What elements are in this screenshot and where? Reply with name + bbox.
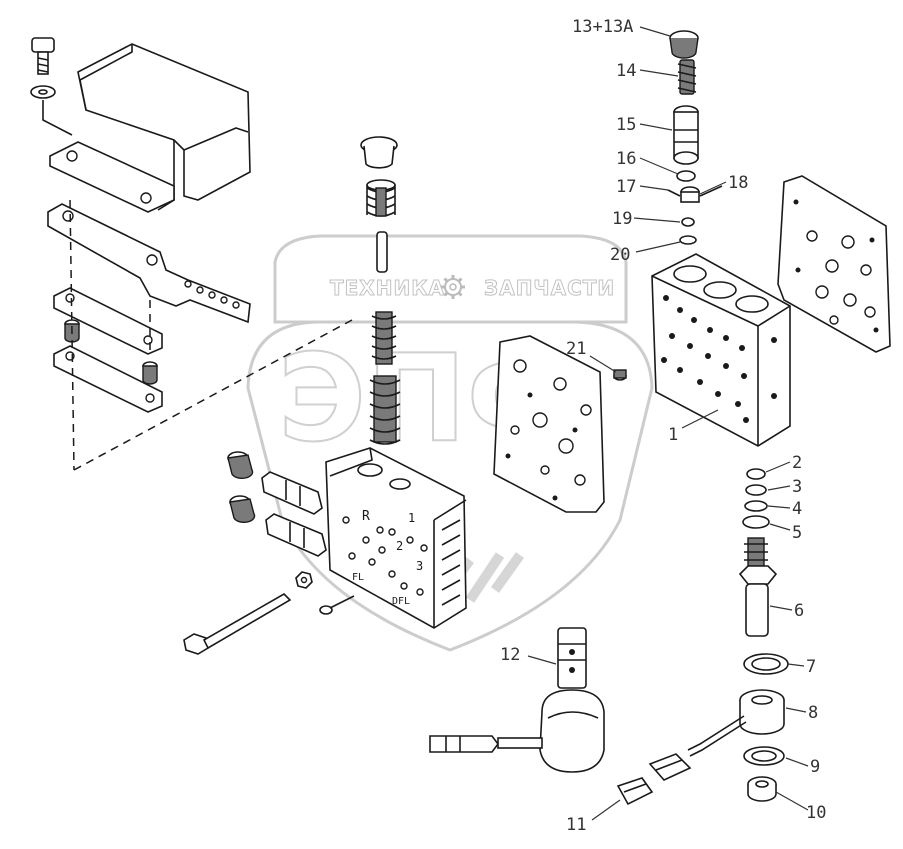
- label-10: 10: [806, 803, 826, 823]
- label-18: 18: [728, 173, 748, 193]
- part-6-cartridge: [738, 537, 778, 637]
- shield-watermark: [246, 320, 654, 652]
- label-7: 7: [806, 657, 816, 677]
- watermark-brand-left: ТЕХНИКА: [330, 276, 445, 300]
- protective-cover: [49, 43, 251, 213]
- label-2: 2: [792, 453, 802, 473]
- watermark-upper-frame: [273, 234, 628, 324]
- part-12-solenoid: [429, 627, 605, 773]
- coil-connector: [648, 753, 692, 781]
- mounting-plate-2: [53, 345, 163, 413]
- right-valve-block: [651, 253, 791, 447]
- part-15-spool: [673, 105, 699, 165]
- valve-mark-3: 3: [416, 559, 423, 573]
- part-11-connector: [616, 777, 654, 806]
- center-gasket: [493, 335, 605, 513]
- label-19: 19: [612, 209, 632, 229]
- mounting-plate-1: [53, 287, 163, 355]
- center-spring-short: [366, 179, 396, 217]
- label-3: 3: [792, 477, 802, 497]
- center-nut: [295, 571, 313, 589]
- center-cap-plug: [360, 136, 398, 169]
- part-7-ring: [743, 653, 789, 675]
- center-spring-long: [369, 375, 401, 445]
- label-13: 13+13A: [572, 17, 633, 37]
- spacer-left-2: [142, 361, 158, 385]
- part-19-washer: [681, 217, 695, 227]
- part-21-plug: [613, 369, 627, 381]
- gear-icon: [441, 275, 465, 299]
- valve-mark-2: 2: [396, 539, 403, 553]
- label-21: 21: [566, 339, 586, 359]
- part-2-oring: [746, 468, 766, 480]
- part-3-oring: [745, 484, 767, 496]
- label-4: 4: [792, 499, 802, 519]
- valve-mark-fl: FL: [352, 572, 364, 583]
- label-14: 14: [616, 61, 636, 81]
- label-16: 16: [616, 149, 636, 169]
- part-labels: 13+13A 14 15 16 17 18 19 20 21 1 2 3 4 5…: [500, 17, 826, 835]
- center-long-bolt: [183, 593, 292, 655]
- label-8: 8: [808, 703, 818, 723]
- part-17-18-fitting: [667, 185, 723, 203]
- leader-lines: [527, 26, 809, 821]
- mounting-bolt-top-left: [30, 37, 73, 136]
- label-6: 6: [794, 601, 804, 621]
- label-1: 1: [668, 425, 678, 445]
- valve-mark-dfl: DFL: [392, 596, 410, 607]
- part-20-oring: [679, 235, 697, 245]
- label-11: 11: [566, 815, 586, 835]
- center-valve-body: R 1 2 3 FL DFL: [325, 447, 467, 629]
- part-9-ring: [743, 746, 785, 766]
- right-gasket: [777, 175, 891, 353]
- label-12: 12: [500, 645, 520, 665]
- part-14-spring: [677, 59, 697, 95]
- center-screw: [319, 595, 355, 615]
- label-5: 5: [792, 523, 802, 543]
- label-15: 15: [616, 115, 636, 135]
- center-solenoid-cartridge-2: [265, 513, 327, 557]
- label-9: 9: [810, 757, 820, 777]
- center-plug-fitting-1: [227, 451, 254, 480]
- part-5-oring: [742, 515, 770, 529]
- watermark-brand-right: ЗАПЧАСТИ: [484, 276, 615, 300]
- center-solenoid-cartridge-1: [261, 471, 323, 515]
- center-plug-fitting-2: [229, 495, 256, 524]
- dashed-assembly-guide: [69, 199, 353, 471]
- valve-mark-1: 1: [408, 511, 415, 525]
- part-13-cap: [669, 30, 699, 59]
- part-8-coil: [687, 689, 785, 757]
- part-4-oring: [744, 500, 768, 512]
- part-16-oring: [676, 170, 696, 182]
- center-spring-mid: [371, 311, 397, 365]
- label-20: 20: [610, 245, 630, 265]
- valve-mark-r: R: [362, 509, 370, 524]
- center-pin: [376, 231, 388, 273]
- label-17: 17: [616, 177, 636, 197]
- part-10-nut: [747, 776, 777, 802]
